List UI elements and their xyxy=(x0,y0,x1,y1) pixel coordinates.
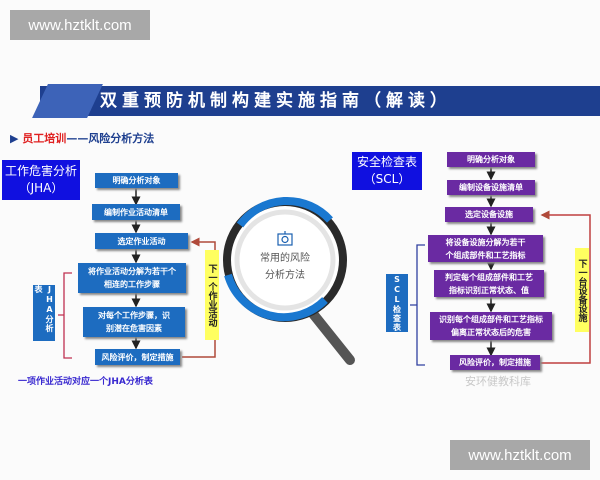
jha-bracket xyxy=(58,272,72,359)
presentation-icon xyxy=(277,231,293,246)
jha-group-label: JHA分析表 xyxy=(33,285,55,341)
jha-step-5: 对每个工作步骤，识别潜在危害因素 xyxy=(83,307,185,337)
scl-step-6: 识别每个组成部件和工艺指标偏离正常状态后的危害 xyxy=(430,312,552,340)
page-title: 双重预防机制构建实施指南（解读） xyxy=(100,91,452,111)
jha-arrows xyxy=(131,167,496,357)
scl-group-label: SCL检查表 xyxy=(386,274,408,332)
scl-header-title: 安全检查表 xyxy=(356,155,417,169)
subtitle-highlight: 员工培训 xyxy=(22,132,67,145)
scl-bracket xyxy=(410,244,425,366)
center-label-line2: 分析方法 xyxy=(265,270,305,281)
jha-header: 工作危害分析 （JHA） xyxy=(2,160,80,200)
scl-loop-arrow xyxy=(540,210,591,364)
arrow-bullet-icon: ▶ xyxy=(10,132,19,145)
jha-step-6: 风险评价，制定措施 xyxy=(95,349,180,365)
center-label-line1: 常用的风险 xyxy=(260,253,310,264)
title-bar xyxy=(40,86,600,116)
scl-header-abbr: （SCL） xyxy=(363,172,411,186)
jha-step-2: 编制作业活动清单 xyxy=(92,204,180,220)
jha-step-3: 选定作业活动 xyxy=(95,233,188,249)
scl-step-2: 编制设备设施清单 xyxy=(447,180,535,195)
scl-loop-label: 下一台设备设施 xyxy=(575,248,589,332)
jha-loop-label: 下一个作业活动 xyxy=(205,250,219,340)
source-watermark: 安环健教科库 xyxy=(465,375,531,388)
center-label: 常用的风险 分析方法 xyxy=(255,250,315,284)
scl-header: 安全检查表 （SCL） xyxy=(352,152,422,190)
scl-step-5: 判定每个组成部件和工艺指标识别正常状态、值 xyxy=(434,270,544,297)
scl-step-4: 将设备设施分解为若干个组成部件和工艺指标 xyxy=(428,235,543,262)
magnifier-icon xyxy=(223,196,355,365)
jha-note: 一项作业活动对应一个JHA分析表 xyxy=(18,377,153,387)
subtitle: ▶ 员工培训——风险分析方法 xyxy=(10,130,154,146)
scl-step-7: 风险评价，制定措施 xyxy=(450,355,540,370)
watermark-top: www.hztklt.com xyxy=(10,10,150,40)
scl-step-3: 选定设备设施 xyxy=(445,207,533,222)
jha-step-4: 将作业活动分解为若干个相连的工作步骤 xyxy=(78,263,186,293)
subtitle-rest: ——风险分析方法 xyxy=(66,132,155,145)
jha-header-title: 工作危害分析 xyxy=(4,164,77,178)
scl-step-1: 明确分析对象 xyxy=(447,152,535,167)
watermark-bottom: www.hztklt.com xyxy=(450,440,590,470)
jha-header-abbr: （JHA） xyxy=(18,181,64,195)
jha-step-1: 明确分析对象 xyxy=(95,173,178,188)
